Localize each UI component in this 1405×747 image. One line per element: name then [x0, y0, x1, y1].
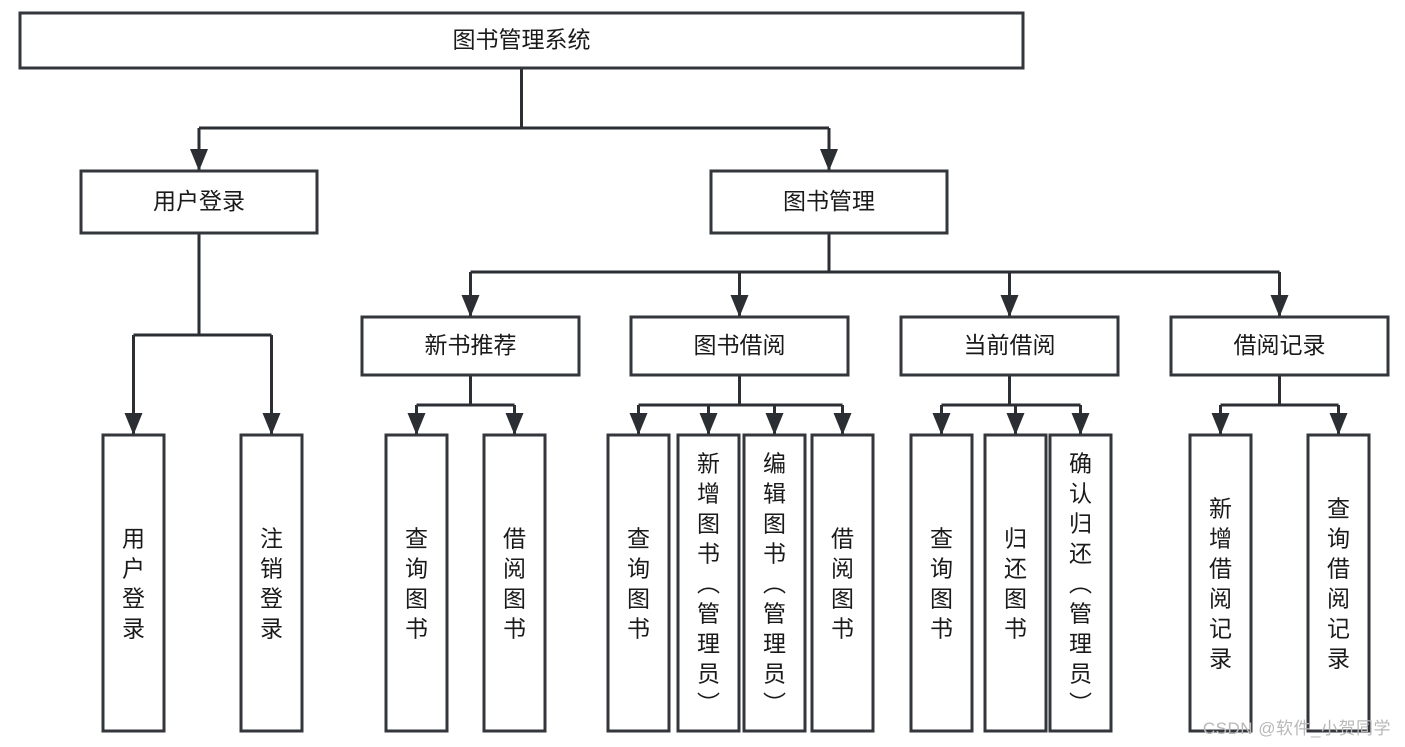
node-box-leaf-borrow-book-2: [810, 433, 875, 733]
node-box-leaf-return-book: [983, 433, 1048, 733]
node-label-borrow-record: 借阅记录: [1234, 332, 1326, 358]
node-box-user-login: [79, 169, 319, 235]
node-leaf-borrow-book-1[interactable]: 借阅图书: [482, 433, 547, 733]
edge-group-book-manage: [461, 233, 1289, 317]
node-user-login[interactable]: 用户登录: [79, 169, 319, 235]
node-leaf-confirm-return[interactable]: 确认归还︵管理员︶: [1048, 433, 1113, 733]
node-label-leaf-query-book-2: 查询图书: [627, 525, 650, 641]
node-box-leaf-add-book: [676, 433, 741, 733]
node-new-book-recommend[interactable]: 新书推荐: [360, 315, 581, 377]
node-box-leaf-query-book-2: [606, 433, 671, 733]
node-leaf-return-book[interactable]: 归还图书: [983, 433, 1048, 733]
node-leaf-query-book-3[interactable]: 查询图书: [909, 433, 974, 733]
node-label-user-login: 用户登录: [153, 188, 245, 214]
arrow-head-icon: [1211, 413, 1230, 435]
node-box-leaf-logout: [239, 433, 304, 733]
node-leaf-borrow-book-2[interactable]: 借阅图书: [810, 433, 875, 733]
node-label-leaf-add-record: 新增借阅记录: [1209, 495, 1232, 671]
arrow-head-icon: [629, 413, 648, 435]
node-box-current-borrow: [899, 315, 1120, 377]
arrow-head-icon: [407, 413, 426, 435]
node-label-book-manage: 图书管理: [783, 188, 875, 214]
node-label-leaf-user-login: 用户登录: [122, 525, 145, 641]
node-leaf-add-record[interactable]: 新增借阅记录: [1188, 433, 1253, 733]
edge-group-current-borrow: [932, 375, 1090, 435]
node-box-leaf-borrow-book-1: [482, 433, 547, 733]
node-leaf-edit-book[interactable]: 编辑图书︵管理员︶: [742, 433, 807, 733]
arrow-head-icon: [1329, 413, 1348, 435]
edge-group-new-book-recommend: [407, 375, 524, 435]
node-label-leaf-query-book-1: 查询图书: [405, 525, 428, 641]
node-label-root: 图书管理系统: [453, 27, 591, 53]
node-label-leaf-confirm-return: 确认归还︵管理员︶: [1069, 450, 1092, 716]
node-box-leaf-query-book-1: [384, 433, 449, 733]
node-box-book-manage: [709, 169, 949, 235]
edge-group-book-borrow: [629, 375, 852, 435]
node-label-leaf-edit-book: 编辑图书︵管理员︶: [763, 450, 786, 716]
node-label-leaf-return-book: 归还图书: [1004, 525, 1027, 641]
node-box-leaf-edit-book: [742, 433, 807, 733]
arrow-head-icon: [1270, 295, 1289, 317]
node-label-leaf-logout: 注销登录: [260, 525, 283, 641]
node-box-new-book-recommend: [360, 315, 581, 377]
node-label-new-book-recommend: 新书推荐: [425, 332, 517, 358]
node-box-leaf-user-login: [101, 433, 166, 733]
node-leaf-add-book[interactable]: 新增图书︵管理员︶: [676, 433, 741, 733]
node-label-leaf-borrow-book-1: 借阅图书: [503, 525, 526, 641]
arrow-head-icon: [932, 413, 951, 435]
arrow-head-icon: [1071, 413, 1090, 435]
node-label-current-borrow: 当前借阅: [964, 332, 1056, 358]
node-leaf-query-book-2[interactable]: 查询图书: [606, 433, 671, 733]
node-box-book-borrow: [629, 315, 850, 377]
node-label-leaf-add-book: 新增图书︵管理员︶: [697, 450, 720, 716]
node-box-leaf-query-record: [1306, 433, 1371, 733]
arrow-head-icon: [190, 149, 208, 171]
node-label-leaf-borrow-book-2: 借阅图书: [831, 525, 854, 641]
node-current-borrow[interactable]: 当前借阅: [899, 315, 1120, 377]
arrow-head-icon: [833, 413, 852, 435]
node-box-borrow-record: [1169, 315, 1390, 377]
node-root[interactable]: 图书管理系统: [18, 11, 1025, 70]
node-leaf-query-book-1[interactable]: 查询图书: [384, 433, 449, 733]
node-leaf-query-record[interactable]: 查询借阅记录: [1306, 433, 1371, 733]
arrow-head-icon: [820, 149, 838, 171]
node-label-leaf-query-book-3: 查询图书: [930, 525, 953, 641]
node-box-leaf-query-book-3: [909, 433, 974, 733]
node-label-book-borrow: 图书借阅: [694, 332, 786, 358]
connector-layer: [124, 68, 1348, 435]
arrow-head-icon: [730, 295, 749, 317]
node-box-leaf-add-record: [1188, 433, 1253, 733]
node-book-borrow[interactable]: 图书借阅: [629, 315, 850, 377]
edge-group-root: [190, 68, 838, 171]
node-box-root: [18, 11, 1025, 70]
edge-group-borrow-record: [1211, 375, 1348, 435]
node-layer: 图书管理系统用户登录图书管理新书推荐图书借阅当前借阅借阅记录用户登录注销登录查询…: [18, 11, 1390, 733]
arrow-head-icon: [461, 295, 480, 317]
arrow-head-icon: [765, 413, 784, 435]
arrow-head-icon: [1006, 413, 1025, 435]
arrow-head-icon: [262, 413, 281, 435]
arrow-head-icon: [1000, 295, 1019, 317]
node-leaf-logout[interactable]: 注销登录: [239, 433, 304, 733]
arrow-head-icon: [124, 413, 143, 435]
node-label-leaf-query-record: 查询借阅记录: [1327, 495, 1350, 671]
arrow-head-icon: [699, 413, 718, 435]
node-leaf-user-login[interactable]: 用户登录: [101, 433, 166, 733]
arrow-head-icon: [505, 413, 524, 435]
node-book-manage[interactable]: 图书管理: [709, 169, 949, 235]
node-box-leaf-confirm-return: [1048, 433, 1113, 733]
node-borrow-record[interactable]: 借阅记录: [1169, 315, 1390, 377]
edge-group-user-login: [124, 233, 281, 435]
